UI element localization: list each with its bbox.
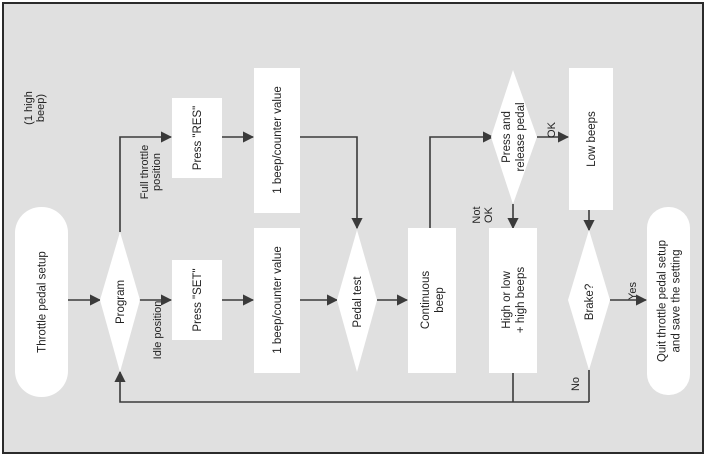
edge-program-full-throttle (119, 131, 173, 232)
text-line: Pedal test (352, 276, 364, 328)
edge-labels: Idle position Full throttleposition (1 h… (23, 91, 639, 391)
text-line: Brake? (584, 284, 596, 320)
text-line: Press "RES" (192, 106, 204, 170)
node-counter-low: 1 beep/counter value (254, 228, 300, 373)
node-brake-decision: Brake? (568, 230, 610, 370)
node-low-beeps: Low beeps (569, 68, 613, 210)
nodes: Throttle pedal setup Program Press "SET"… (15, 68, 690, 397)
node-throttle-pedal-setup-text: Throttle pedal setup (37, 251, 49, 353)
text-line: Full throttle (139, 145, 151, 199)
node-brake-text: Brake? (584, 284, 596, 320)
text-line: Program (115, 280, 127, 324)
node-press-set: Press "SET" (172, 260, 222, 340)
text-line: Idle position (152, 301, 164, 360)
text-line: OK (483, 206, 495, 223)
node-high-low-beeps: High or low+ high beeps (489, 228, 537, 373)
text-line: and save the setting (671, 250, 683, 353)
node-high-low-beeps-text: High or low+ high beeps (501, 267, 527, 333)
node-program-decision: Program (100, 232, 140, 372)
connectors (68, 131, 648, 403)
node-press-res-text: Press "RES" (192, 106, 204, 170)
edge-continuous-press-release (429, 131, 495, 228)
edge-loop-back-program (114, 370, 589, 403)
text-line: Quit throttle pedal setup (657, 240, 669, 362)
text-line: beep (434, 287, 446, 313)
text-line: Low beeps (586, 111, 598, 167)
node-counter-high-text: 1 beep/counter value (272, 86, 284, 193)
text-line: Continuous (420, 271, 432, 329)
text-line: beep) (35, 94, 47, 122)
text-line: + high beeps (515, 267, 527, 333)
label-idle-position: Idle position (152, 301, 164, 360)
text-line: Yes (627, 282, 639, 300)
node-pedal-test-decision: Pedal test (337, 230, 377, 372)
text-line: High or low (501, 271, 513, 329)
label-full-throttle-position: Full throttleposition (139, 145, 163, 199)
text-line: release pedal (515, 102, 527, 171)
node-throttle-pedal-setup: Throttle pedal setup (15, 207, 68, 397)
text-line: (1 high (23, 91, 35, 125)
text-line: No (570, 377, 582, 391)
text-line: Press "SET" (192, 268, 204, 331)
node-pedal-test-text: Pedal test (352, 276, 364, 328)
node-counter-low-text: 1 beep/counter value (272, 246, 284, 353)
text-line: 1 beep/counter value (272, 246, 284, 353)
text-line: Not (471, 206, 483, 223)
label-ok: OK (546, 121, 558, 138)
text-line: Throttle pedal setup (37, 251, 49, 353)
node-press-set-text: Press "SET" (192, 268, 204, 331)
text-line: 1 beep/counter value (272, 86, 284, 193)
text-line: position (151, 153, 163, 191)
node-program-text: Program (115, 280, 127, 324)
label-yes: Yes (627, 282, 639, 300)
node-press-res: Press "RES" (172, 98, 222, 178)
node-low-beeps-text: Low beeps (586, 111, 598, 167)
label-not-ok: NotOK (471, 206, 495, 223)
edge-counter-high-pedal-test (300, 136, 363, 230)
label-no: No (570, 377, 582, 391)
text-line: OK (546, 121, 558, 138)
label-one-high-beep: (1 highbeep) (23, 91, 47, 125)
node-counter-high: 1 beep/counter value (254, 68, 300, 213)
text-line: Press and (501, 111, 513, 163)
